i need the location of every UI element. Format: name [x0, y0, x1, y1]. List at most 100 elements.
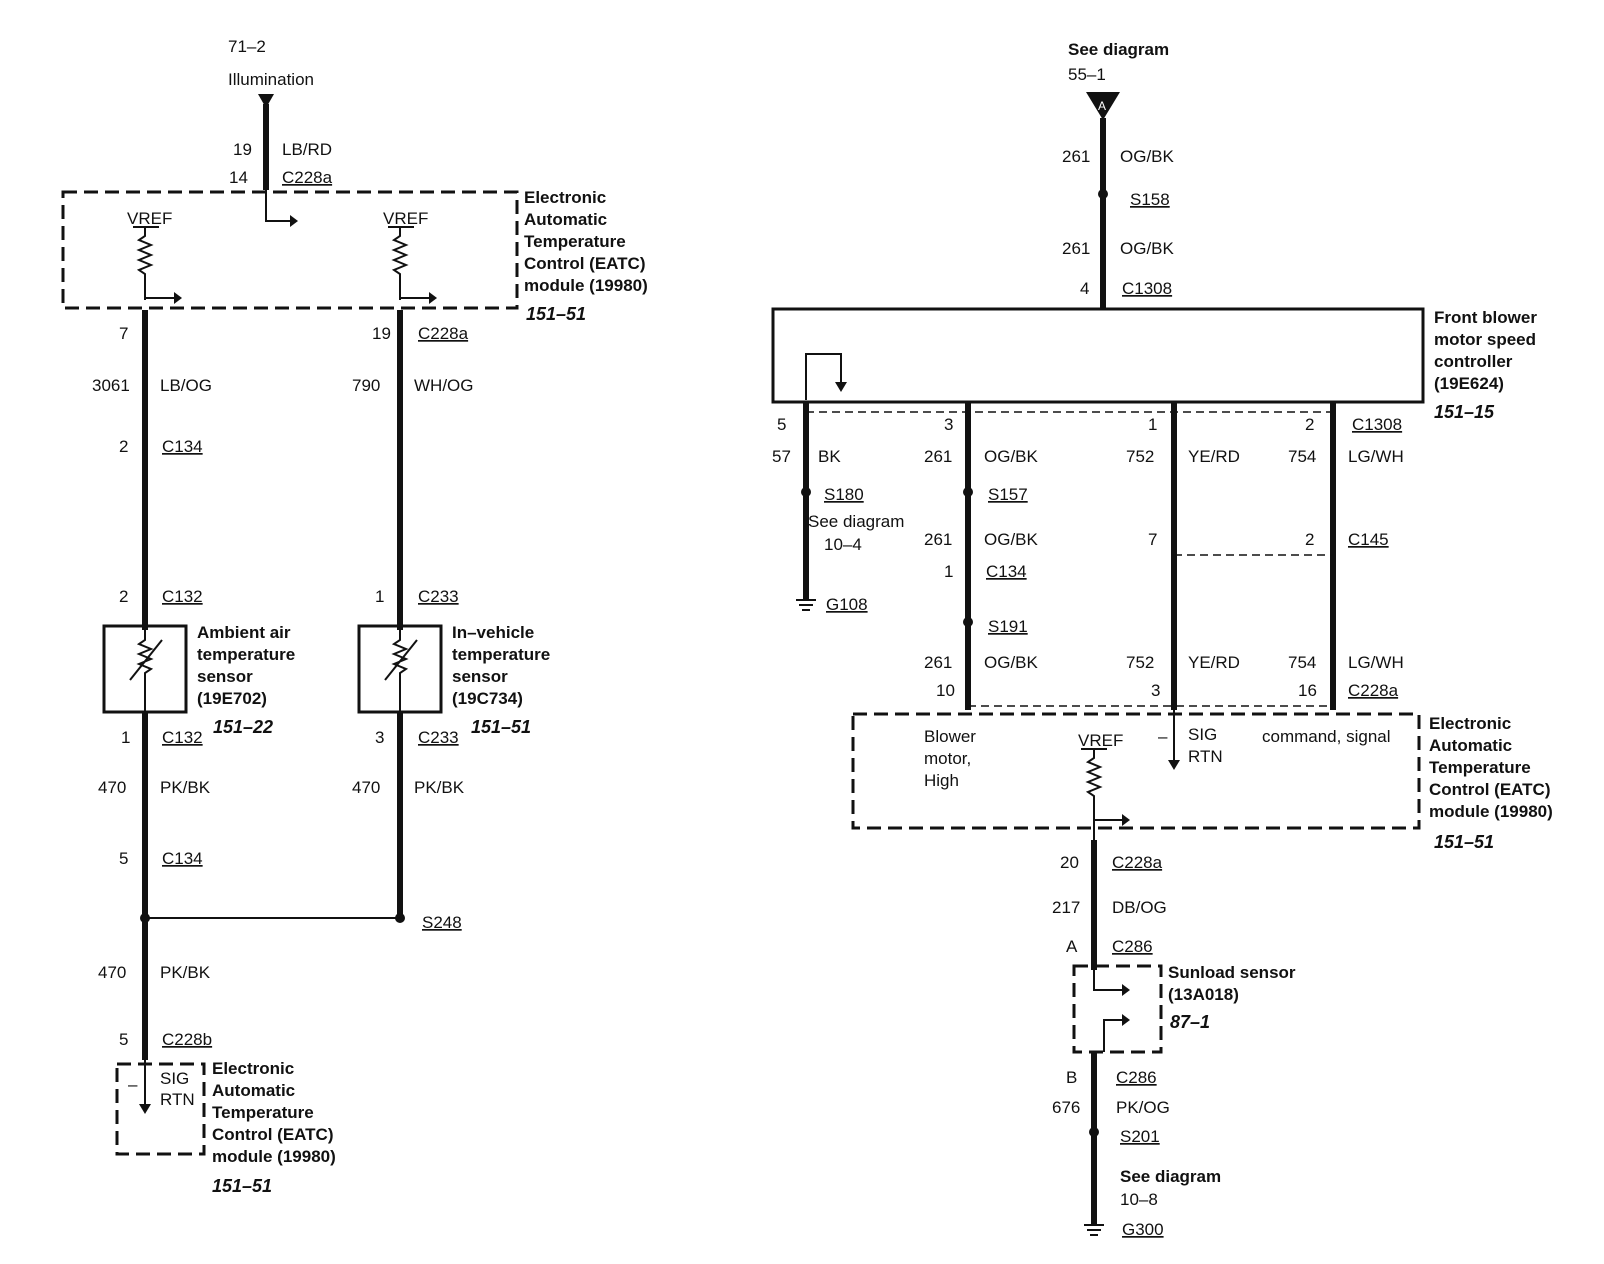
circuit-number: 3061	[92, 376, 130, 395]
splice-dot	[1089, 1127, 1099, 1137]
page-ref: 151–51	[471, 717, 531, 737]
label-line: sensor	[452, 667, 508, 686]
ground-label: G108	[826, 595, 868, 614]
label-line: temperature	[452, 645, 550, 664]
ground-label: G300	[1122, 1220, 1164, 1239]
label-line: Temperature	[1429, 758, 1531, 777]
label-line: module (19980)	[212, 1147, 336, 1166]
pin-number: 7	[1148, 530, 1157, 549]
wire-color: DB/OG	[1112, 898, 1167, 917]
eatc-module-box-2	[115, 1062, 206, 1156]
pin-number: 2	[119, 587, 128, 606]
pin-number: 3	[1151, 681, 1160, 700]
sig-label: SIG	[1188, 725, 1217, 744]
circuit-number: 261	[1062, 239, 1090, 258]
ground-tick-icon	[1122, 984, 1130, 996]
splice-dot	[963, 617, 973, 627]
label-line: Front blower	[1434, 308, 1537, 327]
label-line: High	[924, 771, 959, 790]
eatc-module-label: Electronic Automatic Temperature Control…	[524, 188, 648, 295]
connector-label: C228a	[1348, 681, 1399, 700]
connector-label: C134	[162, 437, 203, 456]
arrow-down-icon	[1168, 760, 1180, 770]
connector-label: C145	[1348, 530, 1389, 549]
diagram-ref: 10–4	[824, 535, 862, 554]
connector-label: C286	[1112, 937, 1153, 956]
blower-controller-box	[771, 307, 1425, 404]
wire-color: OG/BK	[984, 447, 1039, 466]
wire-color: LG/WH	[1348, 447, 1404, 466]
label-line: In–vehicle	[452, 623, 534, 642]
thermistor-arrow	[384, 639, 418, 681]
ground-tick-icon	[1122, 1014, 1130, 1026]
page-ref: 151–15	[1434, 402, 1495, 422]
internal-line	[1103, 1019, 1128, 1052]
vref-label: VREF	[383, 209, 428, 228]
vref-label: VREF	[1078, 731, 1123, 750]
label-line: Sunload sensor	[1168, 963, 1296, 982]
label-line: Blower	[924, 727, 976, 746]
circuit-number: 19	[233, 140, 252, 159]
splice-label: S201	[1120, 1127, 1160, 1146]
wire-color: LB/RD	[282, 140, 332, 159]
connector-label: C132	[162, 587, 203, 606]
label-line: Automatic	[212, 1081, 295, 1100]
splice-dot	[140, 913, 150, 923]
internal-line	[805, 353, 842, 400]
ground-tick-icon	[835, 382, 847, 392]
left-circuit: 71–2 Illumination 19 LB/RD 14 C228a Elec…	[61, 37, 648, 1196]
resistor-icon	[1085, 749, 1103, 845]
eatc-module-label-right: Electronic Automatic Temperature Control…	[1429, 714, 1553, 821]
minus-label: –	[128, 1075, 138, 1094]
arrow-down-icon	[139, 1104, 151, 1114]
pin-number: 14	[229, 168, 248, 187]
connector-label: C228b	[162, 1030, 212, 1049]
connector-a-label: A	[1098, 99, 1106, 113]
splice-label: S157	[988, 485, 1028, 504]
page-ref: 151–51	[212, 1176, 272, 1196]
pin-number: 1	[944, 562, 953, 581]
pin-number: 2	[119, 437, 128, 456]
circuit-number: 261	[924, 653, 952, 672]
connector-label: C134	[986, 562, 1027, 581]
diagram-ref: 10–8	[1120, 1190, 1158, 1209]
label-line: (19E702)	[197, 689, 267, 708]
ground-tick-icon	[174, 292, 182, 304]
label-line: controller	[1434, 352, 1513, 371]
pin-number: 2	[1305, 530, 1314, 549]
rtn-label: RTN	[160, 1090, 195, 1109]
pin-number: A	[1066, 937, 1078, 956]
page-ref: 151–22	[213, 717, 273, 737]
sunload-sensor-box	[1072, 964, 1163, 1054]
circuit-number: 261	[924, 447, 952, 466]
wire-color: OG/BK	[984, 653, 1039, 672]
label-line: Automatic	[524, 210, 607, 229]
arrow-down-icon	[258, 94, 274, 108]
connector-label: C233	[418, 728, 459, 747]
splice-dot	[801, 487, 811, 497]
label-line: (19E624)	[1434, 374, 1504, 393]
invehicle-sensor-label: In–vehicle temperature sensor (19C734)	[452, 623, 550, 708]
ambient-sensor-label: Ambient air temperature sensor (19E702)	[197, 623, 295, 708]
internal-line	[1093, 970, 1128, 991]
pin-number: 1	[1148, 415, 1157, 434]
pin-number: 3	[375, 728, 384, 747]
label-line: Temperature	[524, 232, 626, 251]
pin-number: 4	[1080, 279, 1089, 298]
pin-number: 10	[936, 681, 955, 700]
label-line: Electronic	[524, 188, 606, 207]
pin-number: 1	[375, 587, 384, 606]
wire-color: OG/BK	[1120, 147, 1175, 166]
label-line: (13A018)	[1168, 985, 1239, 1004]
minus-label: –	[1158, 727, 1168, 746]
blower-controller-label: Front blower motor speed controller (19E…	[1434, 308, 1537, 393]
connector-label: C1308	[1122, 279, 1172, 298]
pin-number: 5	[777, 415, 786, 434]
connector-label: C228a	[1112, 853, 1163, 872]
label-line: temperature	[197, 645, 295, 664]
thermistor-icon	[136, 626, 154, 712]
connector-label: C132	[162, 728, 203, 747]
right-circuit: See diagram 55–1 A 261 OG/BK S158 261 OG…	[771, 40, 1553, 1239]
pin-number: 2	[1305, 415, 1314, 434]
